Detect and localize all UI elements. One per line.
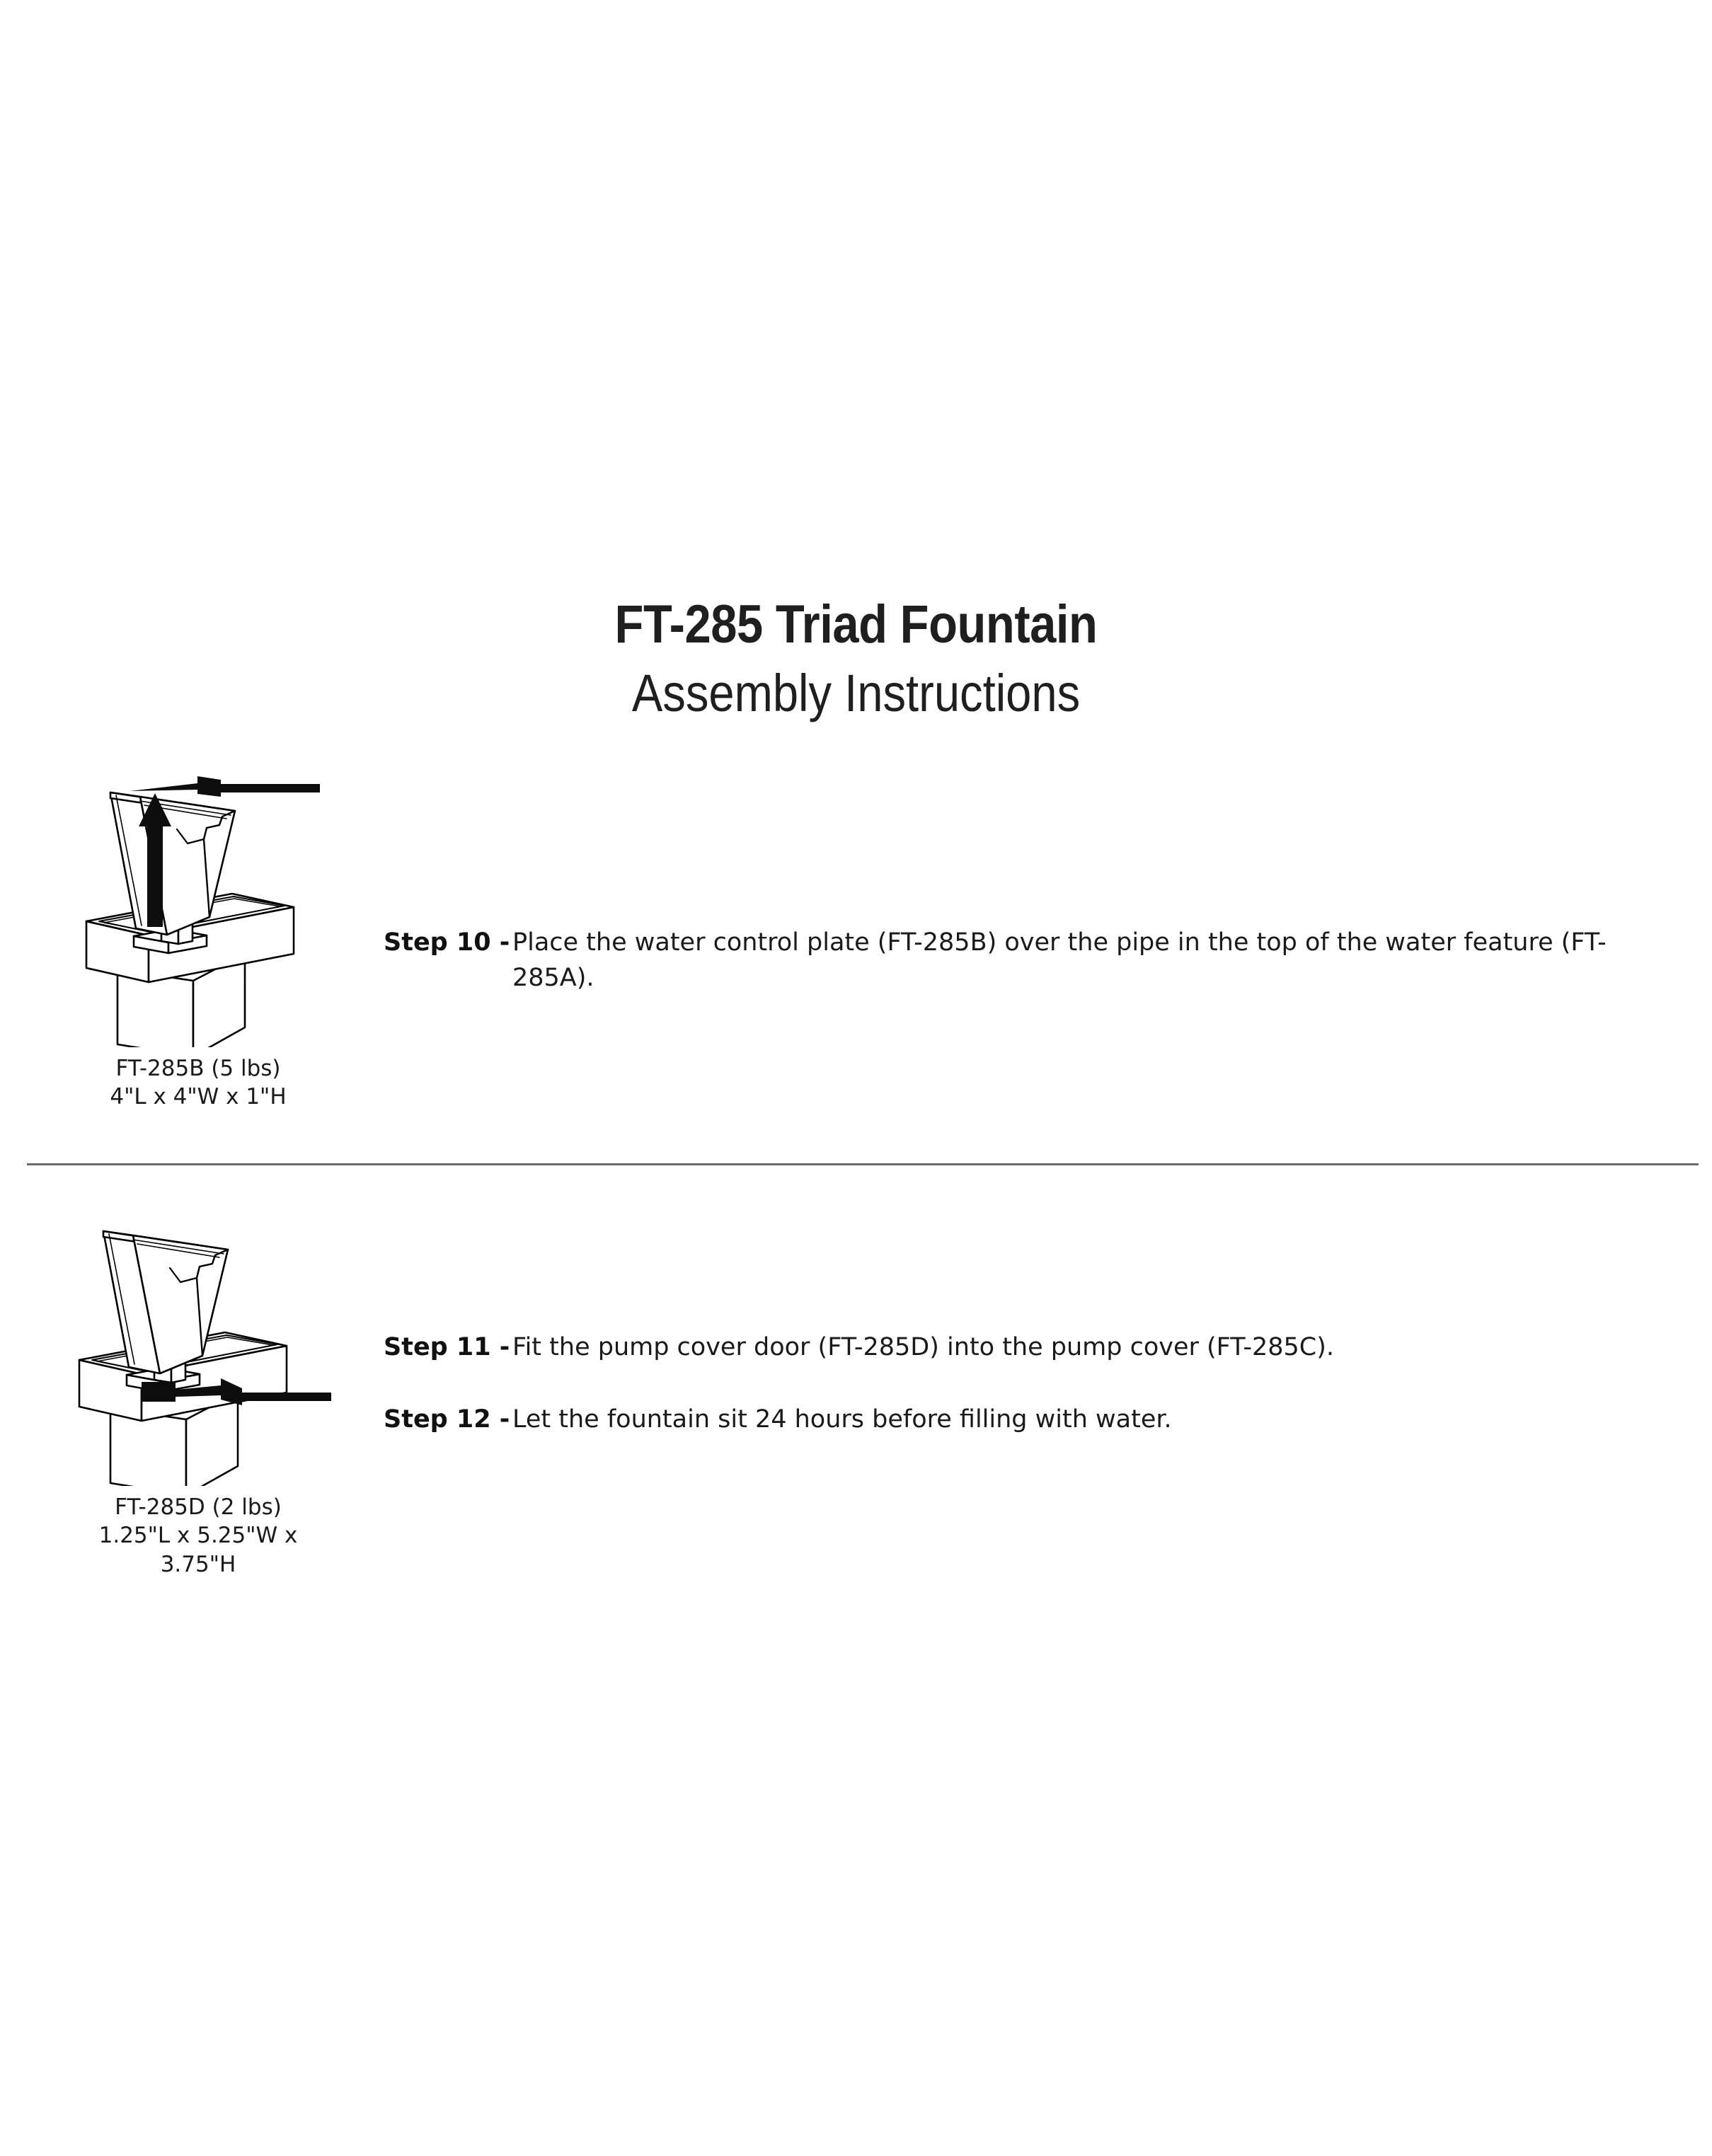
arrow-left-icon: [176, 1378, 331, 1405]
step-row: Step 12 - Let the fountain sit 24 hours …: [384, 1402, 1619, 1438]
steps-list-2: Step 11 - Fit the pump cover door (FT-28…: [384, 1330, 1619, 1437]
assembly-arrow-group: [142, 1378, 331, 1405]
arrow-leader-icon: [130, 776, 320, 797]
figure-caption-step11: FT-285D (2 lbs) 1.25"L x 5.25"W x 3.75"H: [98, 1494, 298, 1577]
fountain-assembly-step10-illustration: [85, 776, 320, 1047]
page-title: FT-285 Triad Fountain: [614, 594, 1098, 655]
figure-step10: FT-285B (5 lbs) 4"L x 4"W x 1"H: [71, 764, 326, 1112]
steps-list-1: Step 10 - Place the water control plate …: [384, 926, 1619, 996]
pump-cover-door-marker: [142, 1382, 176, 1402]
figure-caption-step10: FT-285B (5 lbs) 4"L x 4"W x 1"H: [110, 1056, 287, 1110]
step-text: Place the water control plate (FT-285B) …: [512, 928, 1607, 992]
arrow-up-icon: [139, 793, 171, 927]
step-label: Step 12 -: [384, 1405, 510, 1434]
title-block: FT-285 Triad Fountain Assembly Instructi…: [0, 598, 1712, 720]
step-row: Step 11 - Fit the pump cover door (FT-28…: [384, 1330, 1619, 1366]
figure-step11: FT-285D (2 lbs) 1.25"L x 5.25"W x 3.75"H: [64, 1203, 333, 1579]
step-label: Step 10 -: [384, 928, 510, 957]
step-row: Step 10 - Place the water control plate …: [384, 926, 1619, 996]
page-subtitle: Assembly Instructions: [631, 664, 1081, 722]
step-label: Step 11 -: [384, 1333, 510, 1361]
step-text: Let the fountain sit 24 hours before fil…: [512, 1405, 1172, 1434]
assembly-arrow-group: [130, 776, 320, 927]
section-divider: [27, 1163, 1699, 1165]
step-text: Fit the pump cover door (FT-285D) into t…: [512, 1333, 1335, 1361]
fountain-assembly-step11-illustration: [78, 1230, 331, 1486]
